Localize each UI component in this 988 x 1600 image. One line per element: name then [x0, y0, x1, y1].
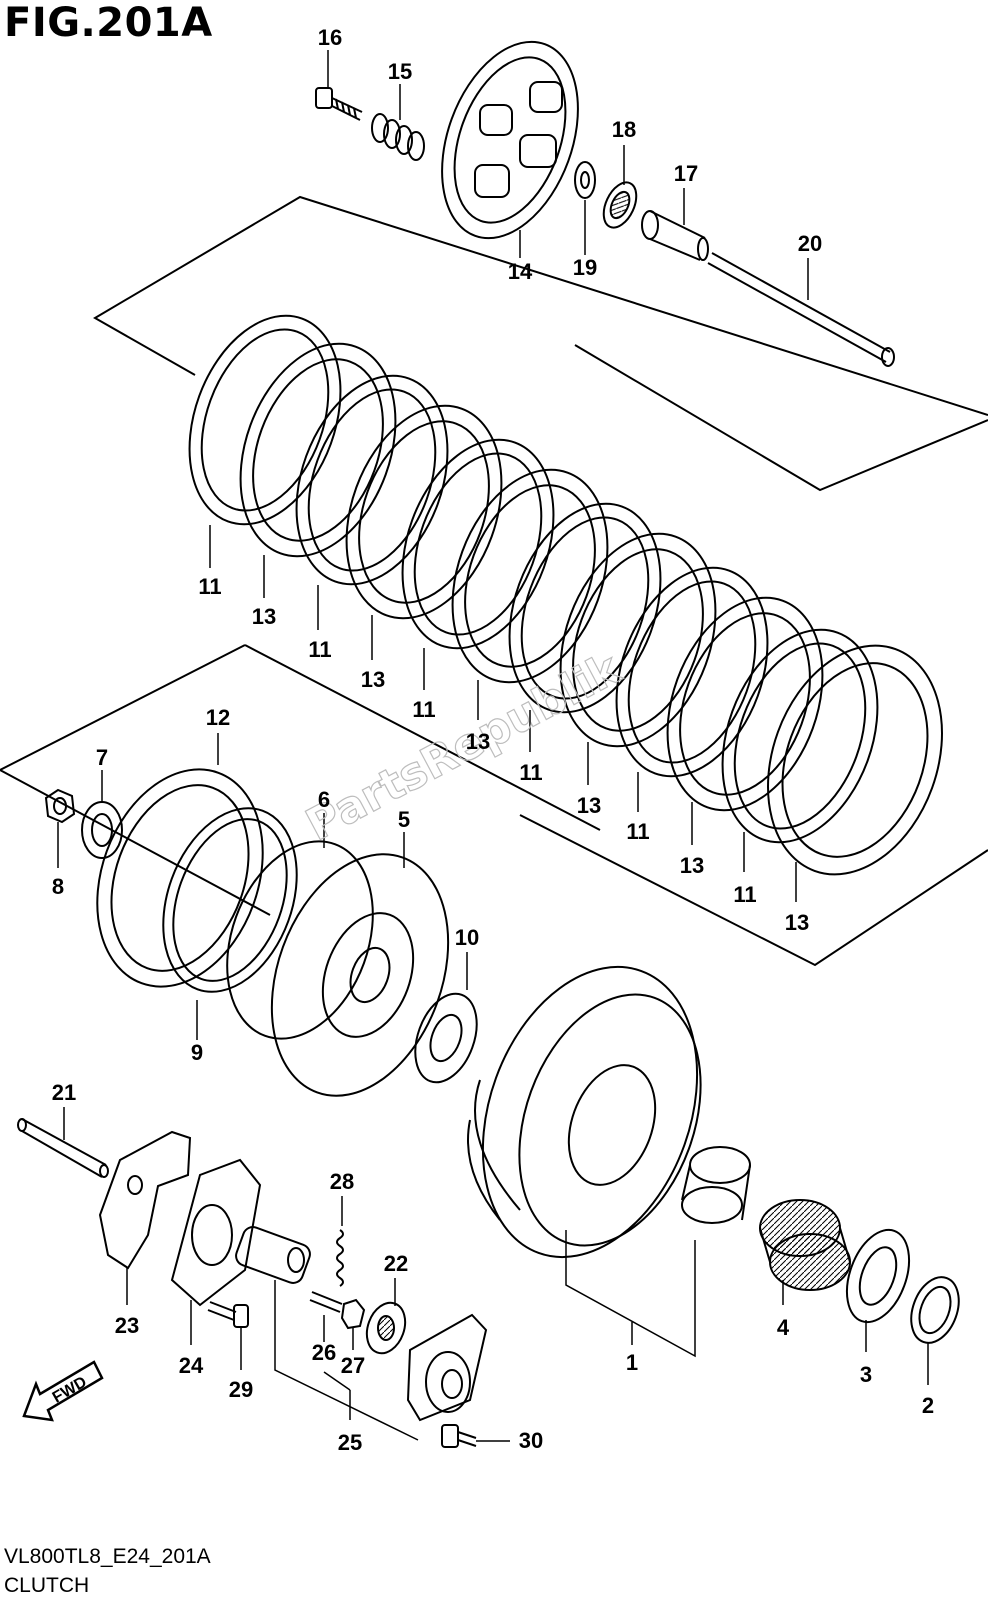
callout-13: 13 [251, 604, 277, 629]
callout-13: 13 [465, 729, 491, 754]
spring-15 [371, 113, 425, 161]
pressure-plate-14 [441, 40, 579, 240]
callout-5: 5 [397, 807, 411, 832]
callout-29: 29 [228, 1377, 254, 1402]
sleeve [681, 1146, 751, 1224]
push-piece-17 [641, 210, 709, 261]
callout-10: 10 [454, 925, 480, 950]
callout-28: 28 [329, 1169, 355, 1194]
callout-4: 4 [776, 1315, 790, 1340]
clutch-hub-5 [226, 840, 450, 1097]
push-rod-20 [707, 252, 895, 367]
callout-13: 13 [679, 853, 705, 878]
thrust-washer-10 [414, 992, 478, 1084]
friction-plate-stack [188, 314, 943, 876]
callout-30: 30 [518, 1428, 544, 1453]
fwd-arrow-icon: FWD [22, 1360, 104, 1422]
callout-25: 25 [337, 1430, 363, 1455]
bolt-29 [207, 1301, 249, 1328]
washer-19 [574, 161, 596, 199]
gasket-24 [170, 1158, 262, 1307]
spring-28 [336, 1229, 344, 1287]
callout-27: 27 [340, 1353, 366, 1378]
callout-11: 11 [412, 697, 436, 722]
plate-group-frame-lower [0, 644, 271, 916]
callout-11: 11 [198, 574, 222, 599]
washer-3 [845, 1228, 911, 1324]
bolt-16 [315, 87, 363, 121]
callout-11: 11 [308, 637, 332, 662]
section-name: CLUTCH [4, 1574, 90, 1597]
callout-13: 13 [360, 667, 386, 692]
figure-title: FIG.201A [4, 0, 213, 46]
drive-plate-12 [96, 768, 264, 988]
callout-16: 16 [317, 25, 343, 50]
callout-7: 7 [95, 745, 109, 770]
callout-23: 23 [114, 1313, 140, 1338]
nut-27 [340, 1298, 366, 1330]
callout-1: 1 [625, 1350, 639, 1375]
callout-11: 11 [733, 882, 757, 907]
callout-6: 6 [317, 787, 331, 812]
release-cam-25 [235, 1226, 311, 1284]
callout-11: 11 [519, 760, 543, 785]
callout-14: 14 [507, 259, 533, 284]
callout-11: 11 [626, 819, 650, 844]
nut-8 [44, 788, 76, 824]
callout-20: 20 [797, 231, 823, 256]
bearing-18 [602, 181, 638, 229]
callout-22: 22 [383, 1251, 409, 1276]
screw-26 [309, 1291, 343, 1313]
plate-group-frame-upper [93, 195, 988, 416]
bolt-30 [441, 1424, 477, 1448]
needle-bearing-4 [759, 1199, 851, 1291]
callout-15: 15 [387, 59, 413, 84]
callout-2: 2 [921, 1393, 935, 1418]
bracket-23 [98, 1130, 192, 1270]
callout-18: 18 [611, 117, 637, 142]
release-housing [406, 1313, 488, 1422]
callout-24: 24 [178, 1353, 204, 1378]
pin-21 [17, 1118, 109, 1178]
callout-3: 3 [859, 1362, 873, 1387]
callout-13: 13 [784, 910, 810, 935]
clutch-housing-1 [467, 965, 702, 1259]
callout-12: 12 [205, 705, 231, 730]
callout-21: 21 [51, 1080, 77, 1105]
callout-9: 9 [190, 1040, 204, 1065]
spacer-2 [910, 1276, 960, 1344]
callout-19: 19 [572, 255, 598, 280]
model-code: VL800TL8_E24_201A [4, 1545, 211, 1568]
spring-washer-9 [162, 807, 298, 993]
callout-8: 8 [51, 874, 65, 899]
callout-13: 13 [576, 793, 602, 818]
callout-26: 26 [311, 1340, 337, 1365]
callout-17: 17 [673, 161, 699, 186]
